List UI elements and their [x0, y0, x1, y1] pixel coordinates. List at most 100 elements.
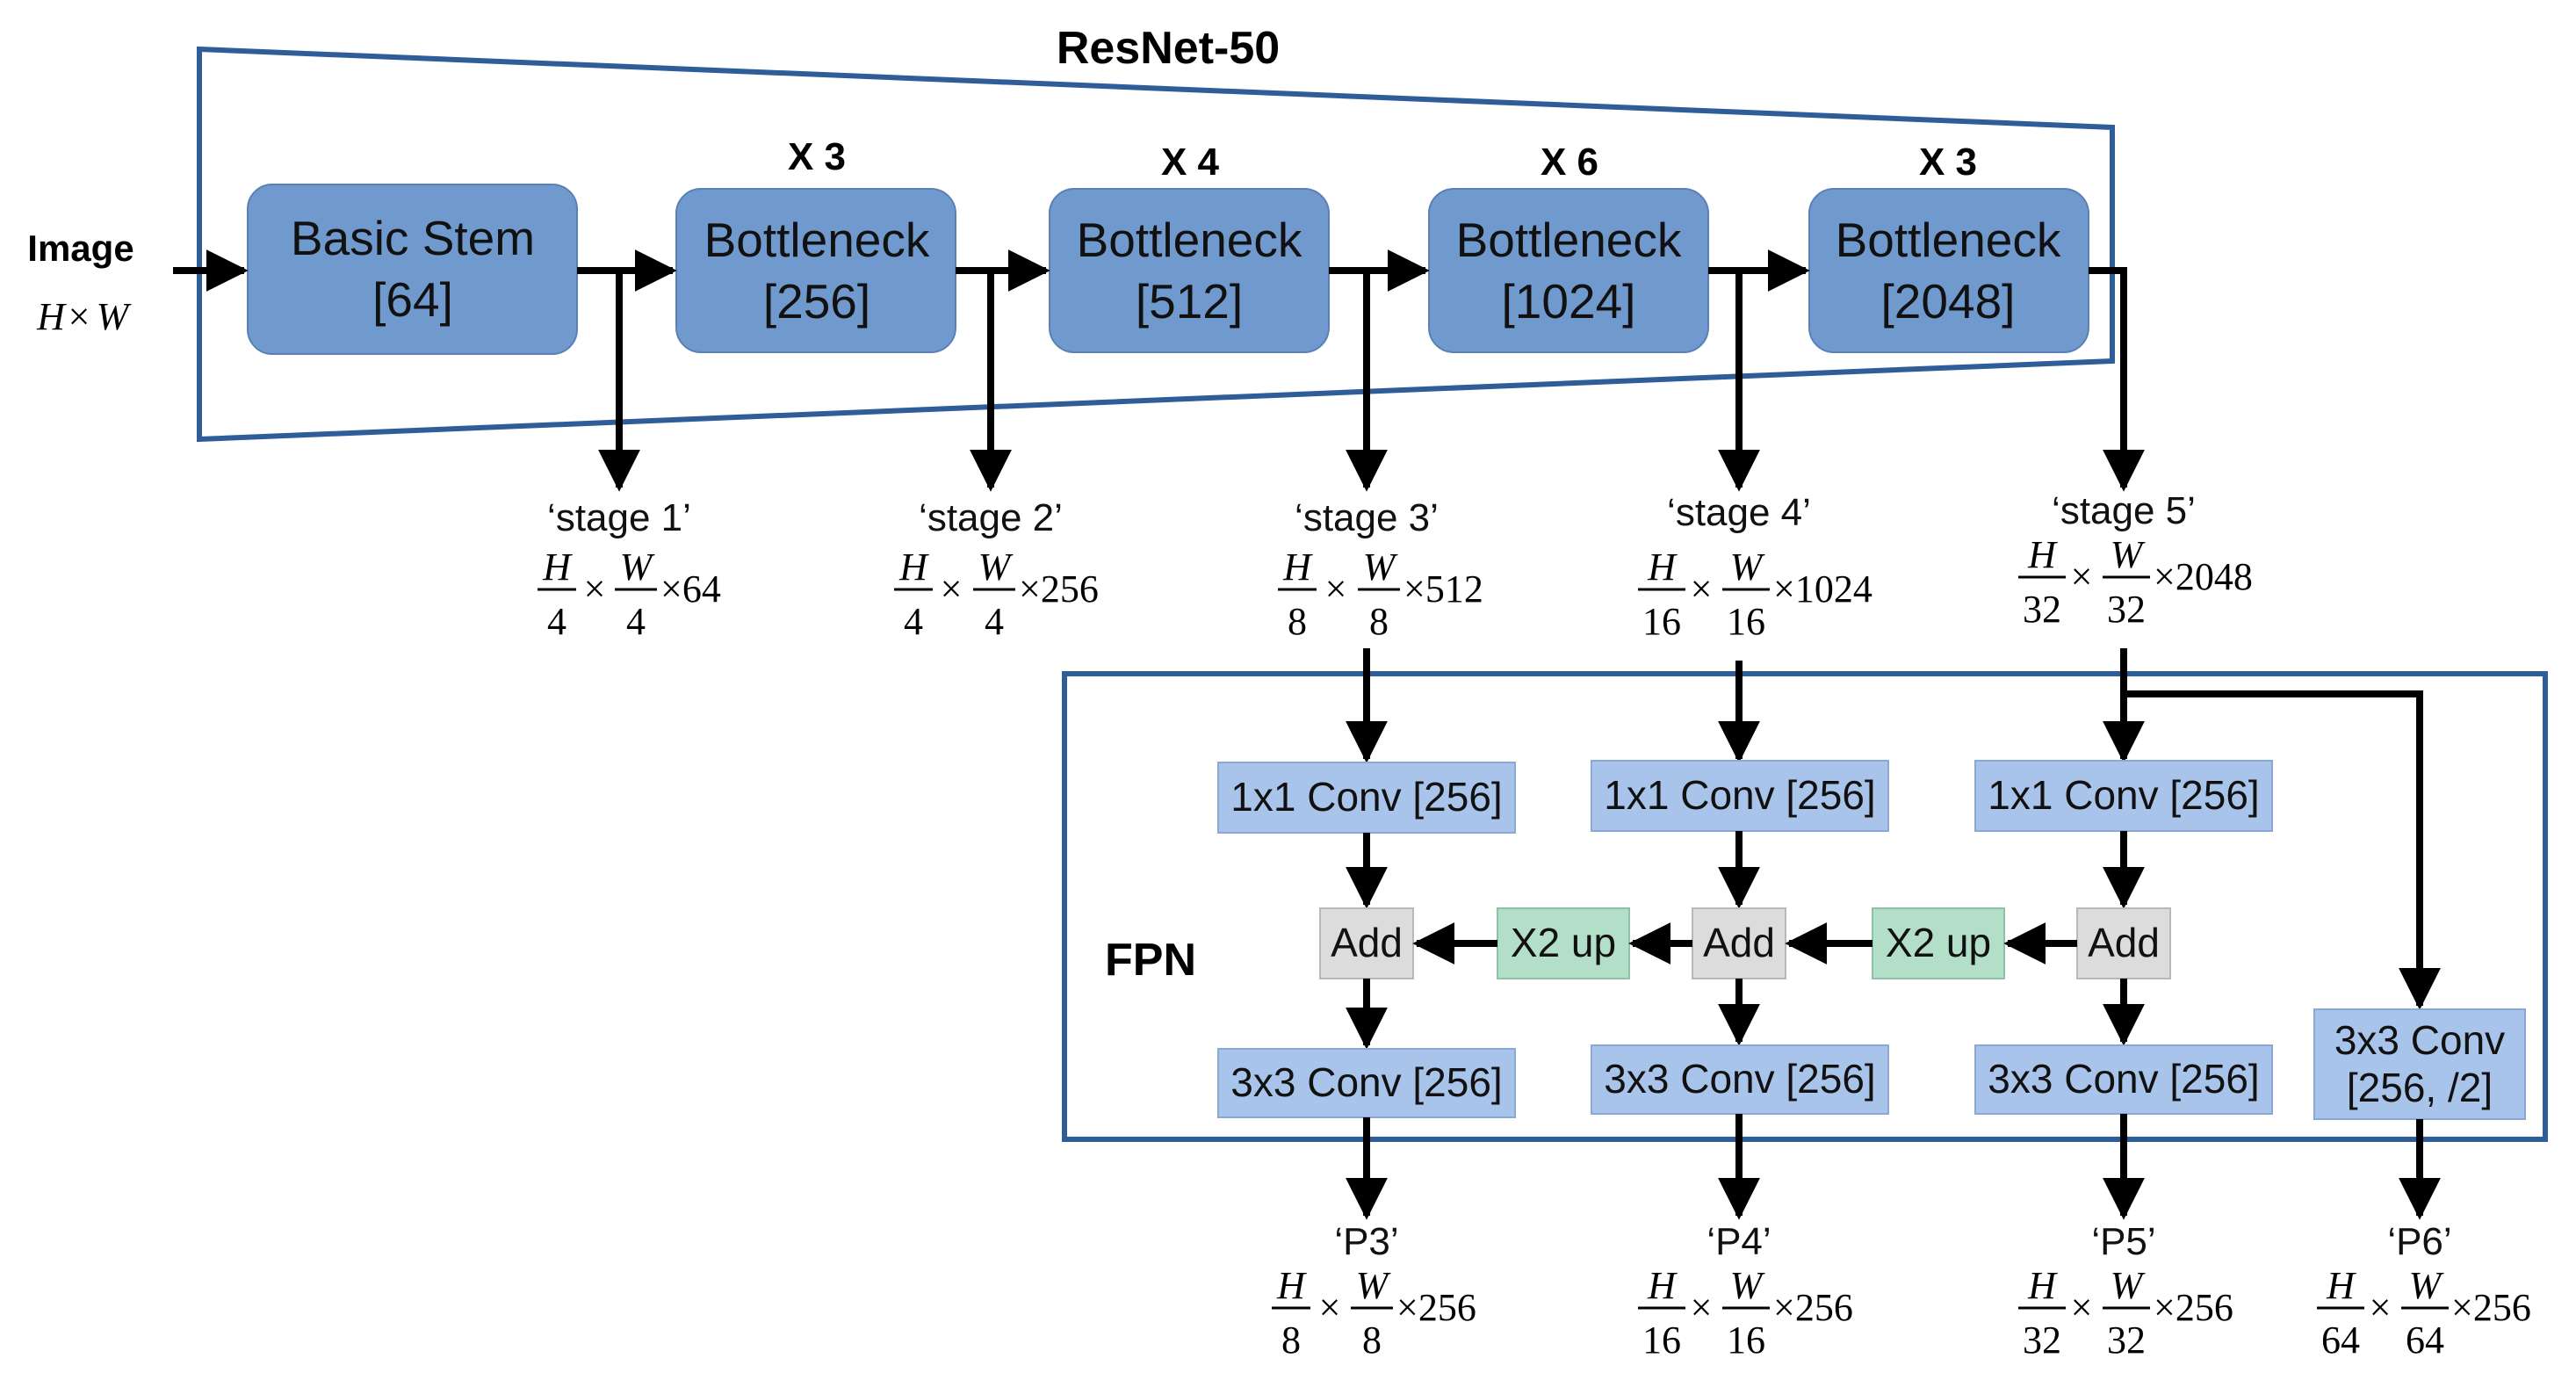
svg-text:H: H [1282, 545, 1313, 589]
svg-text:‘P3’: ‘P3’ [1334, 1220, 1398, 1263]
svg-text:3x3 Conv [256]: 3x3 Conv [256] [1230, 1059, 1502, 1105]
svg-text:×: × [584, 567, 606, 611]
svg-text:16: 16 [1642, 600, 1681, 643]
svg-text:64: 64 [2321, 1319, 2360, 1362]
output-arrows [1346, 1114, 2441, 1220]
svg-text:Bottleneck: Bottleneck [1077, 213, 1302, 267]
input-label: Image [27, 228, 133, 269]
block-bottleneck-256: X 3 Bottleneck [256] [675, 135, 956, 353]
svg-text:‘stage 4’: ‘stage 4’ [1667, 491, 1811, 534]
svg-text:×256: ×256 [2451, 1286, 2531, 1329]
resnet-title: ResNet-50 [1057, 23, 1280, 74]
svg-text:8: 8 [1288, 600, 1307, 643]
svg-text:×: × [69, 295, 90, 338]
svg-text:W: W [97, 295, 132, 338]
stage-label-4: ‘stage 4’ H 16 × W 16 ×1024 [1638, 491, 1872, 643]
block-bottleneck-512: X 4 Bottleneck [512] [1049, 141, 1330, 353]
svg-text:Bottleneck: Bottleneck [704, 213, 930, 267]
svg-text:X2 up: X2 up [1886, 920, 1991, 965]
fpn-title: FPN [1105, 935, 1196, 986]
add-node-p4: Add [1692, 907, 1786, 979]
svg-text:H: H [2326, 1264, 2356, 1307]
svg-text:W: W [1363, 545, 1398, 589]
upsample-node-1: X2 up [1497, 907, 1630, 979]
svg-text:Add: Add [1703, 920, 1775, 965]
output-conv-p5: 3x3 Conv [256] [1974, 1044, 2273, 1115]
svg-text:W: W [2409, 1264, 2444, 1307]
svg-text:Add: Add [2088, 920, 2160, 965]
svg-text:×: × [1319, 1286, 1341, 1329]
output-label-p6: ‘P6’ H 64 × W 64 ×256 [2317, 1220, 2531, 1362]
output-label-p5: ‘P5’ H 32 × W 32 ×256 [2018, 1220, 2233, 1362]
svg-text:16: 16 [1727, 600, 1765, 643]
svg-text:×64: ×64 [660, 567, 721, 611]
svg-text:8: 8 [1369, 600, 1389, 643]
svg-text:[512]: [512] [1136, 274, 1243, 329]
svg-text:H: H [2027, 1264, 2058, 1307]
svg-text:‘stage 1’: ‘stage 1’ [547, 496, 691, 539]
svg-text:‘P4’: ‘P4’ [1707, 1220, 1771, 1263]
stage-label-1: ‘stage 1’ H 4 × W 4 ×64 [538, 496, 721, 643]
svg-text:W: W [978, 545, 1014, 589]
svg-text:×: × [941, 567, 963, 611]
stage-tap-arrows [598, 267, 2145, 492]
svg-text:W: W [1730, 545, 1765, 589]
svg-text:H: H [1276, 1264, 1307, 1307]
add-node-p3: Add [1319, 907, 1414, 979]
svg-text:‘stage 3’: ‘stage 3’ [1295, 496, 1439, 539]
svg-text:×256: ×256 [1396, 1286, 1476, 1329]
svg-text:4: 4 [985, 600, 1004, 643]
svg-text:×: × [1325, 567, 1347, 611]
svg-text:Bottleneck: Bottleneck [1456, 213, 1682, 267]
svg-text:Add: Add [1331, 920, 1403, 965]
extra-conv-p6: 3x3 Conv [256, /2] [2313, 1008, 2526, 1120]
block-bottleneck-1024: X 6 Bottleneck [1024] [1428, 141, 1709, 353]
output-label-p3: ‘P3’ H 8 × W 8 ×256 [1272, 1220, 1476, 1362]
svg-text:4: 4 [626, 600, 646, 643]
svg-text:16: 16 [1642, 1319, 1681, 1362]
svg-text:1x1 Conv [256]: 1x1 Conv [256] [1230, 774, 1502, 820]
block-basic-stem: Basic Stem [64] [247, 184, 578, 355]
svg-text:X2 up: X2 up [1511, 920, 1616, 965]
svg-text:1x1 Conv [256]: 1x1 Conv [256] [1988, 772, 2259, 818]
svg-text:×: × [2071, 555, 2093, 598]
lateral-conv-p3: 1x1 Conv [256] [1217, 762, 1516, 834]
svg-text:32: 32 [2023, 1319, 2061, 1362]
repeat-label: X 6 [1541, 141, 1598, 184]
repeat-label: X 3 [788, 135, 846, 178]
svg-text:×256: ×256 [2154, 1286, 2233, 1329]
svg-text:Bottleneck: Bottleneck [1836, 213, 2061, 267]
svg-text:H: H [2027, 533, 2058, 576]
svg-text:×2048: ×2048 [2154, 555, 2253, 598]
svg-text:×256: ×256 [1019, 567, 1099, 611]
svg-text:H: H [1647, 1264, 1678, 1307]
svg-text:32: 32 [2107, 588, 2146, 631]
svg-text:8: 8 [1362, 1319, 1382, 1362]
svg-text:16: 16 [1727, 1319, 1765, 1362]
svg-text:W: W [2111, 533, 2146, 576]
svg-text:32: 32 [2107, 1319, 2146, 1362]
svg-text:‘P6’: ‘P6’ [2387, 1220, 2451, 1263]
fpn-frame [1062, 671, 2548, 1142]
add-to-conv-arrows [1346, 979, 2145, 1050]
svg-text:[256, /2]: [256, /2] [2347, 1065, 2493, 1110]
stage-label-2: ‘stage 2’ H 4 × W 4 ×256 [894, 496, 1099, 643]
stage-label-3: ‘stage 3’ H 8 × W 8 ×512 [1278, 496, 1483, 643]
svg-text:W: W [1730, 1264, 1765, 1307]
svg-text:H: H [36, 295, 67, 338]
svg-text:32: 32 [2023, 588, 2061, 631]
output-conv-p4: 3x3 Conv [256] [1591, 1044, 1889, 1115]
svg-text:1x1 Conv [256]: 1x1 Conv [256] [1604, 772, 1875, 818]
lateral-to-add-arrows [1346, 831, 2145, 909]
add-node-p5: Add [2076, 907, 2171, 979]
svg-text:4: 4 [547, 600, 566, 643]
svg-text:Basic Stem: Basic Stem [291, 211, 535, 265]
svg-text:W: W [620, 545, 655, 589]
svg-text:[64]: [64] [372, 272, 453, 327]
svg-text:×: × [1691, 567, 1713, 611]
output-conv-p3: 3x3 Conv [256] [1217, 1048, 1516, 1118]
svg-text:×: × [2370, 1286, 2392, 1329]
svg-text:‘stage 5’: ‘stage 5’ [2052, 489, 2196, 532]
svg-text:3x3 Conv [256]: 3x3 Conv [256] [1604, 1056, 1875, 1102]
